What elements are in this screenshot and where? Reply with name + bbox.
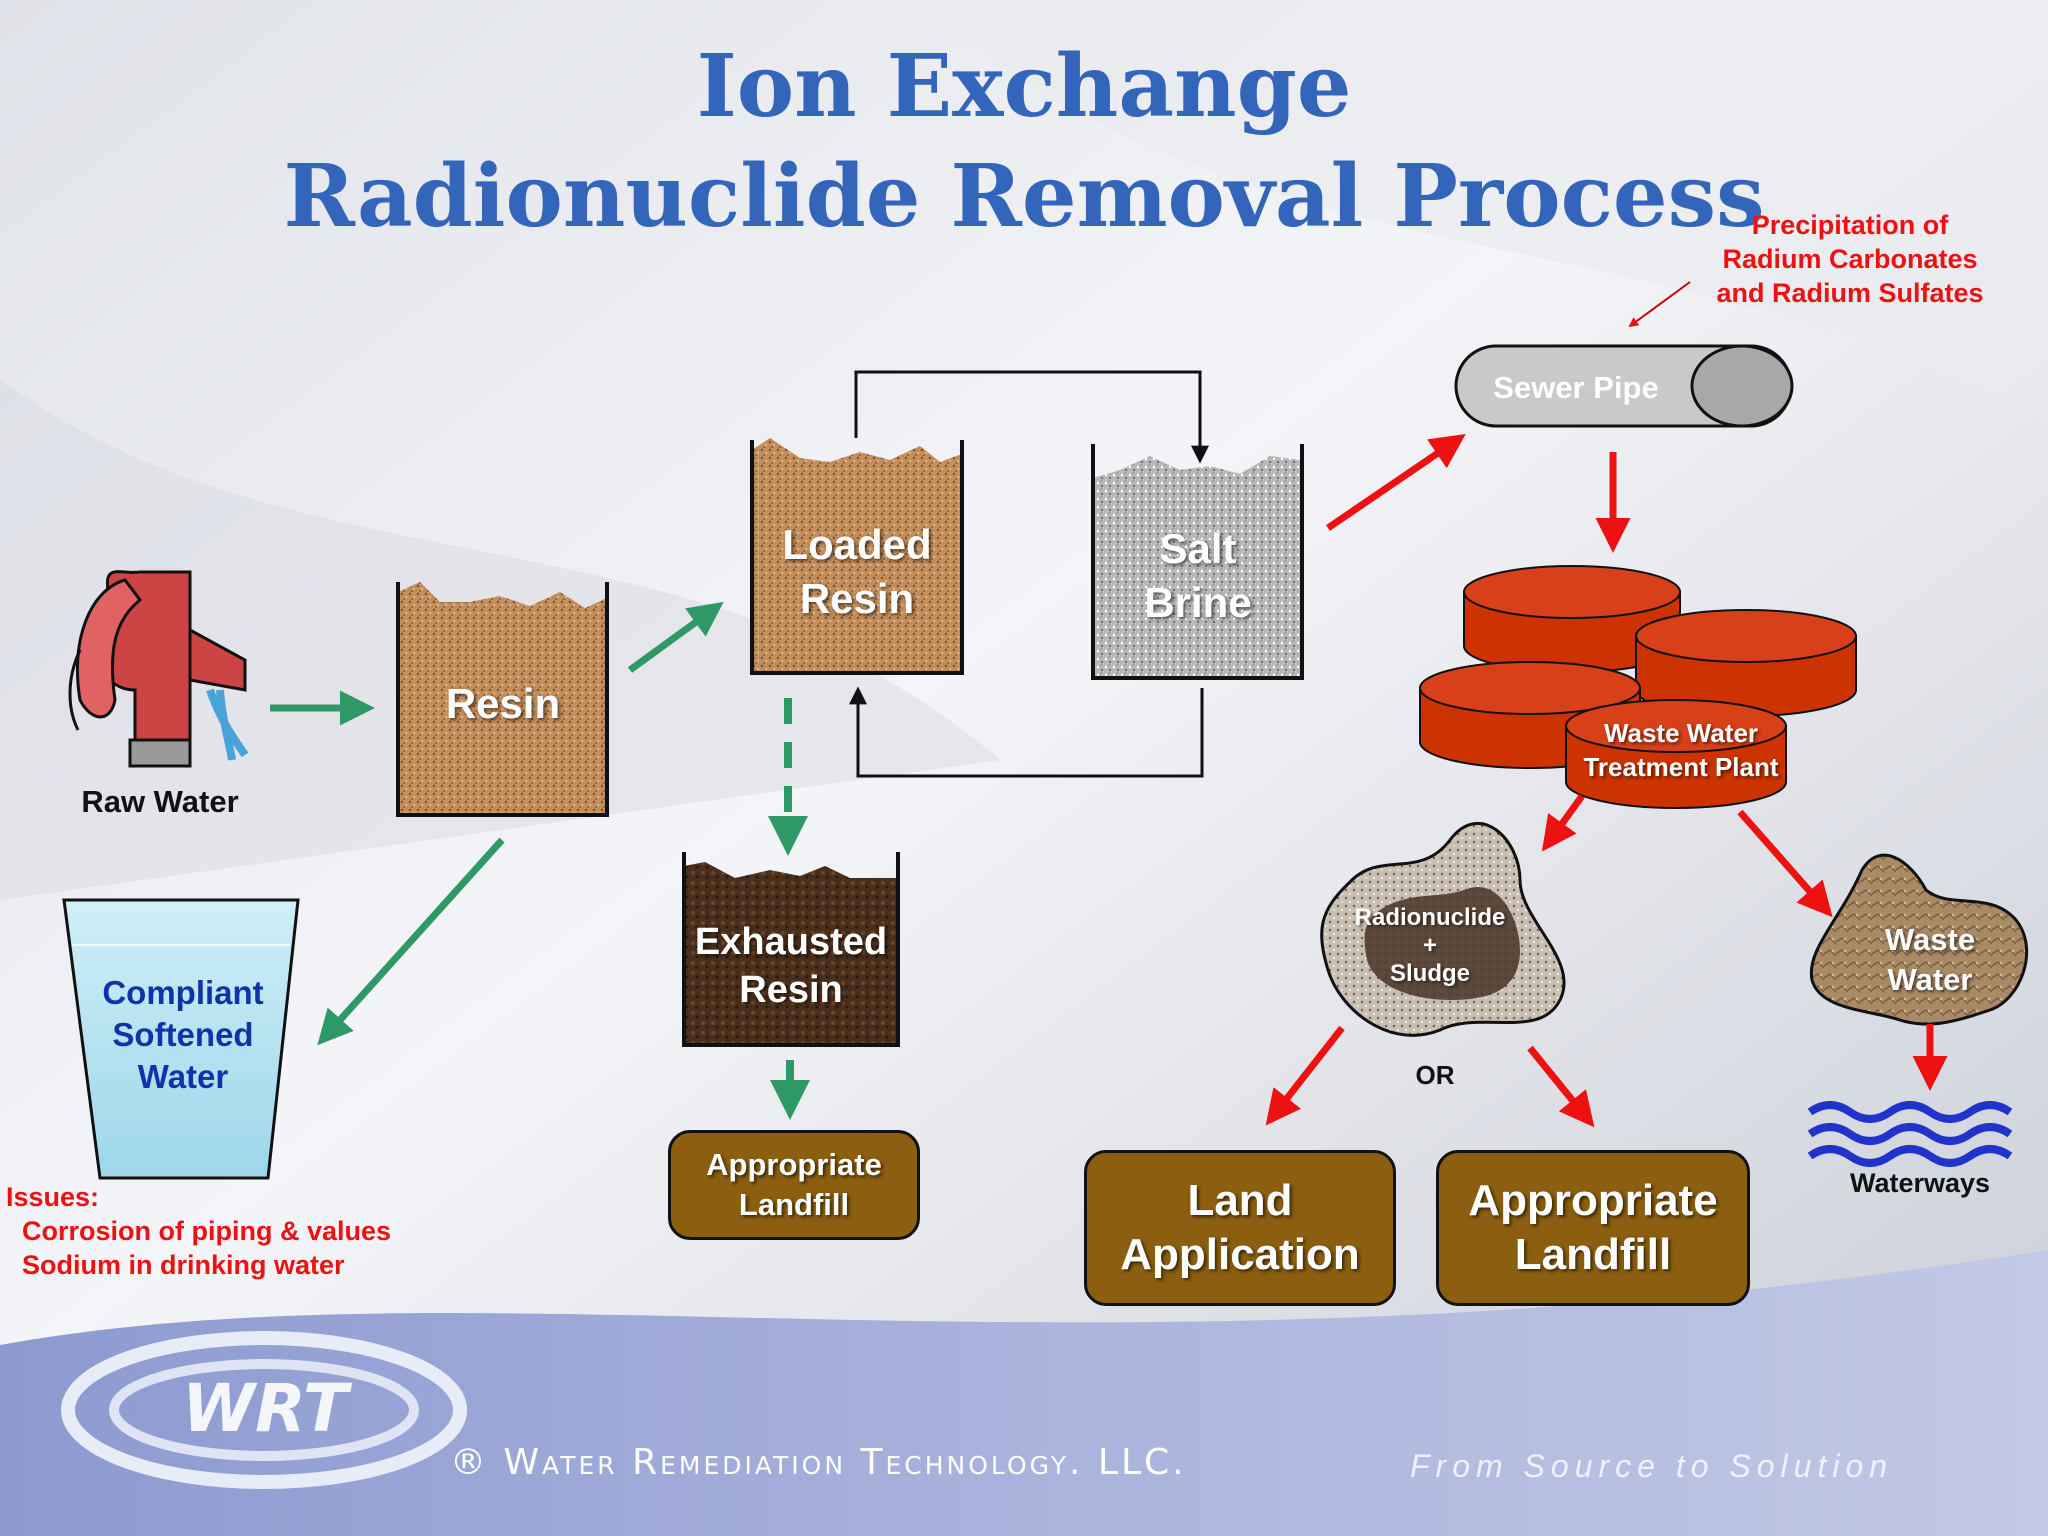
sewer-pipe — [1454, 344, 1794, 428]
loaded-resin-label: Loaded Resin — [782, 521, 932, 622]
loaded-resin-tank — [750, 438, 964, 675]
sewer-pipe-label: Sewer Pipe — [1493, 370, 1659, 405]
regeneration-loop-top — [854, 370, 1209, 464]
waterways-icon — [1807, 1101, 2013, 1167]
resin-label: Resin — [445, 680, 561, 727]
arrow-resin-to-glass — [317, 837, 505, 1046]
title-line-2: Radionuclide Removal Process — [283, 146, 1765, 247]
treatment-plant-icon — [1419, 565, 1857, 809]
wwtp-label: Waste Water Treatment Plant — [1583, 718, 1779, 782]
appropriate-landfill-small: Appropriate Landfill — [668, 1130, 920, 1240]
or-label: OR — [1415, 1060, 1455, 1090]
arrow-sludge-to-landfill — [1527, 1045, 1595, 1128]
compliant-water-label: Compliant Softened Water — [102, 974, 264, 1095]
regeneration-loop-bottom — [849, 686, 1204, 778]
arrow-plant-to-wastewater — [1737, 809, 1833, 918]
glass-icon — [62, 898, 300, 1180]
sludge-label: Radionuclide + Sludge — [1354, 904, 1506, 987]
company-name: ® Water Remediation Technology. LLC. — [450, 1442, 1187, 1483]
raw-water-label: Raw Water — [81, 784, 239, 819]
waste-water-rock — [1809, 853, 2029, 1026]
issues-note: Issues: Corrosion of piping & values Sod… — [6, 1182, 392, 1280]
precipitation-pointer — [1628, 281, 1691, 328]
arrow-resin-to-loaded — [627, 601, 724, 673]
waste-water-label: Waste Water — [1884, 922, 1976, 997]
pump-icon — [68, 570, 249, 768]
appropriate-landfill-large: Appropriate Landfill — [1436, 1150, 1750, 1306]
background-swirl — [900, 0, 2048, 420]
tagline: From Source to Solution — [1410, 1448, 1894, 1484]
exhausted-resin-label: Exhausted Resin — [694, 921, 888, 1011]
exhausted-resin-tank — [682, 852, 900, 1047]
precipitation-note: Precipitation of Radium Carbonates and R… — [1716, 210, 1984, 308]
title-line-1: Ion Exchange — [696, 36, 1352, 137]
wrt-logo-ring — [61, 1331, 467, 1489]
salt-brine-label: Salt Brine — [1144, 525, 1252, 626]
waterways-label: Waterways — [1849, 1168, 1991, 1198]
salt-brine-tank — [1091, 444, 1304, 680]
wrt-logo-ring — [109, 1359, 419, 1461]
sludge-blob — [1320, 821, 1566, 1037]
land-application-box: Land Application — [1084, 1150, 1396, 1306]
arrow-sludge-to-landapp — [1265, 1025, 1345, 1126]
arrow-brine-to-sewer — [1326, 434, 1466, 531]
wrt-logo-text: WRT — [182, 1370, 348, 1447]
footer-band — [0, 1250, 2048, 1536]
resin-tank — [396, 582, 609, 817]
arrow-plant-to-sludge — [1541, 793, 1585, 852]
